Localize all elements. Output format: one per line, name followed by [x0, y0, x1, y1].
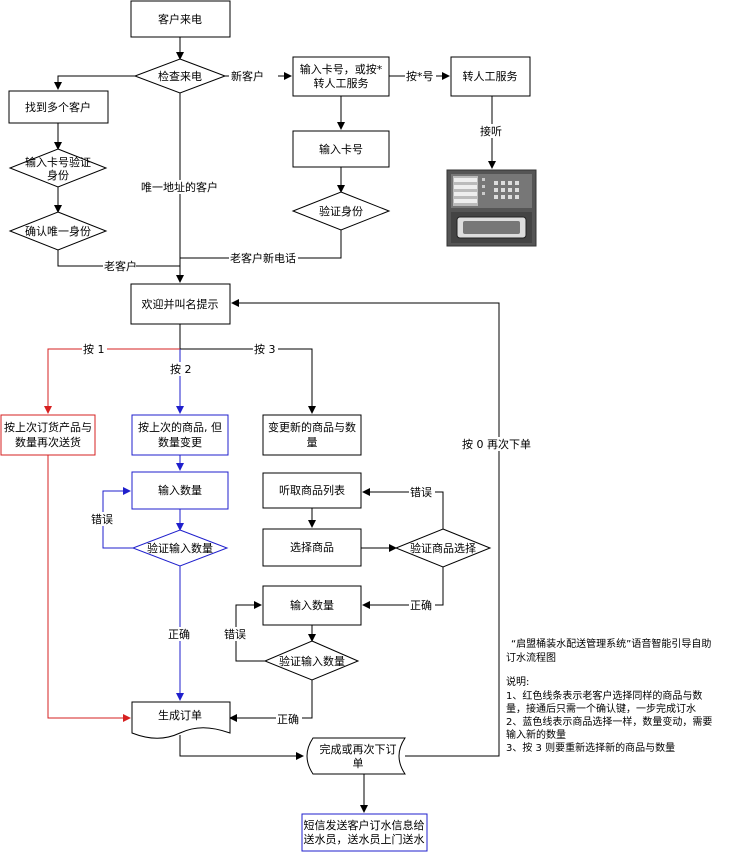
node-input-qty-blue	[131, 471, 229, 510]
notes-item-3: 2、蓝色线表示商品选择一样，数量变动，需要	[506, 715, 712, 728]
node-input-card-label: 输入卡号	[319, 142, 363, 156]
node-confirm-unique-label: 确认唯一身份	[25, 224, 91, 238]
node-finish-or-reorder	[306, 737, 406, 775]
edge-label-old-customer: 老客户	[104, 259, 137, 273]
node-finish-or-reorder-line2: 单	[353, 757, 364, 770]
edge-red-press-1	[44, 348, 180, 414]
node-last-goods-change-qty-line1: 按上次的商品, 但	[138, 420, 222, 434]
node-last-goods-change-qty	[131, 414, 229, 456]
node-listen-list	[262, 472, 362, 509]
node-verify-qty-black	[263, 640, 360, 681]
node-input-card-verify	[8, 148, 108, 188]
node-input-card-or-star	[292, 56, 390, 97]
notes-item-5: 3、按 3 则要重新选择新的商品与数量	[506, 741, 675, 754]
edge-to-finish	[179, 735, 304, 760]
edge-red-to-order	[47, 455, 131, 722]
edge-goods-correct	[362, 567, 444, 609]
node-input-card-verify-line1: 输入卡号验证	[25, 155, 91, 169]
node-transfer-service-label: 转人工服务	[463, 69, 518, 83]
notes-title-line2: 订水流程图	[506, 651, 556, 664]
edge-label-correct-goods: 正确	[410, 599, 432, 612]
edge-goods-error	[362, 488, 444, 529]
node-input-card-verify-line2: 身份	[47, 168, 69, 182]
notes-heading: 说明:	[506, 675, 529, 688]
node-verify-goods	[394, 528, 492, 568]
node-verify-qty-blue-label: 验证输入数量	[147, 541, 213, 555]
edge-label-error-qty: 错误	[224, 627, 246, 641]
edge-to-found-multiple	[54, 75, 135, 90]
node-customer-call	[130, 0, 231, 38]
edge-press-0	[231, 299, 500, 757]
node-generate-order	[131, 701, 231, 739]
node-welcome-label: 欢迎并叫名提示	[142, 297, 219, 311]
edge-label-press-3: 按 3	[254, 342, 276, 356]
node-check-call	[133, 58, 227, 94]
node-input-qty-black	[262, 585, 362, 626]
node-select-goods	[262, 528, 362, 567]
node-repeat-last	[0, 414, 96, 456]
edge-label-press-0: 按 0 再次下单	[462, 437, 531, 451]
edge-label-correct-blue: 正确	[168, 628, 190, 641]
notes-item-4: 输入新的数量	[506, 728, 566, 741]
node-verify-identity-label: 验证身份	[319, 204, 363, 218]
node-change-goods-qty-line2: 量	[307, 436, 318, 449]
edge-label-press-1: 按 1	[83, 342, 105, 356]
edge-label-old-customer-new-phone: 老客户新电话	[230, 251, 296, 265]
notes-block: “启盟桶装水配送管理系统”语音智能引导自助 订水流程图 说明: 1、红色线条表示…	[506, 637, 712, 754]
node-sms-notify-line1: 短信发送客户订水信息给	[304, 818, 425, 832]
edge-label-error-blue: 错误	[91, 512, 113, 526]
node-verify-identity	[291, 191, 391, 231]
desk-phone-icon	[446, 169, 537, 247]
edge-old-customer	[57, 250, 180, 267]
node-sms-notify	[301, 813, 428, 852]
node-input-card	[292, 130, 390, 168]
node-last-goods-change-qty-line2: 数量变更	[158, 435, 202, 449]
edge-label-press-star: 按*号	[406, 69, 434, 83]
node-generate-order-label: 生成订单	[158, 708, 202, 722]
node-found-multiple-label: 找到多个客户	[25, 100, 91, 114]
node-change-goods-qty	[262, 414, 362, 456]
edge-label-error-goods: 错误	[410, 485, 432, 499]
node-verify-qty-blue	[131, 529, 229, 567]
edge-label-new-customer: 新客户	[231, 69, 264, 83]
edge-welcome-branch	[179, 324, 316, 414]
node-verify-goods-label: 验证商品选择	[410, 541, 476, 555]
node-transfer-service	[450, 56, 531, 97]
notes-title-line1: “启盟桶装水配送管理系统”语音智能引导自助	[511, 637, 711, 650]
node-input-qty-black-label: 输入数量	[290, 598, 334, 612]
node-finish-or-reorder-line1: 完成或再次下订	[320, 742, 397, 756]
edge-qty-correct	[229, 680, 313, 722]
notes-item-2: 量，接通后只需一个确认键，一步完成订水	[506, 702, 696, 715]
node-confirm-unique	[8, 211, 108, 251]
edge-label-unique-address: 唯一地址的客户	[141, 180, 218, 194]
node-found-multiple	[8, 90, 109, 124]
edge-label-answer: 接听	[480, 125, 502, 138]
node-repeat-last-line2: 数量再次送货	[15, 435, 81, 449]
node-input-qty-blue-label: 输入数量	[158, 483, 202, 497]
edge-label-correct-qty: 正确	[277, 713, 299, 726]
node-input-card-or-star-line2: 转人工服务	[314, 76, 369, 90]
node-check-call-label: 检查来电	[158, 69, 202, 83]
node-sms-notify-line2: 送水员，送水员上门送水	[304, 832, 425, 846]
node-welcome	[130, 283, 231, 325]
node-verify-qty-black-label: 验证输入数量	[279, 654, 345, 668]
edge-label-press-2: 按 2	[170, 362, 192, 376]
node-customer-call-label: 客户来电	[158, 12, 202, 26]
node-listen-list-label: 听取商品列表	[279, 483, 345, 497]
node-input-card-or-star-line1: 输入卡号，或按*	[300, 62, 383, 76]
node-change-goods-qty-line1: 变更新的商品与数	[268, 420, 356, 434]
node-repeat-last-line1: 按上次订货产品与	[4, 420, 92, 434]
notes-item-1: 1、红色线条表示老客户选择同样的商品与数	[506, 689, 702, 702]
node-select-goods-label: 选择商品	[290, 540, 334, 554]
